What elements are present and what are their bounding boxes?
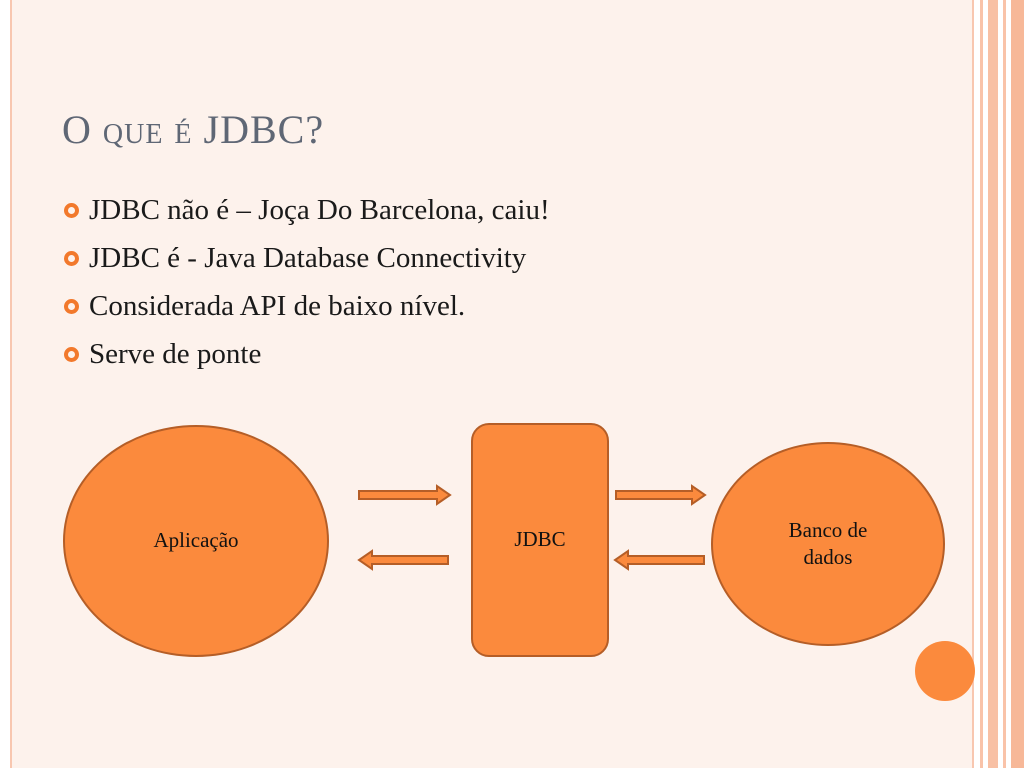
decorative-circle — [915, 641, 975, 701]
bullet-item: JDBC é - Java Database Connectivity — [64, 234, 550, 282]
bullet-list: JDBC não é – Joça Do Barcelona, caiu! JD… — [64, 186, 550, 378]
application-node: Aplicação — [63, 425, 329, 657]
bullet-text: Serve de ponte — [89, 337, 262, 370]
decorative-stripe — [980, 0, 983, 768]
decorative-stripe — [1011, 0, 1024, 768]
application-label: Aplicação — [153, 528, 239, 553]
database-node: Banco de dados — [711, 442, 945, 646]
left-arrow-icon — [357, 549, 449, 571]
bullet-text: Considerada API de baixo nível. — [89, 289, 466, 322]
decorative-stripe — [988, 0, 998, 768]
bullet-item: Serve de ponte — [64, 330, 550, 378]
database-label-line1: Banco de — [788, 517, 868, 542]
right-arrow-icon — [358, 484, 452, 506]
bullet-item: JDBC não é – Joça Do Barcelona, caiu! — [64, 186, 550, 234]
right-arrow-icon — [615, 484, 707, 506]
database-label-line2: dados — [803, 545, 853, 569]
ring-bullet-icon — [64, 250, 79, 266]
jdbc-node: JDBC — [471, 423, 609, 657]
jdbc-label: JDBC — [514, 527, 566, 552]
ring-bullet-icon — [64, 346, 79, 362]
ring-bullet-icon — [64, 298, 79, 314]
bullet-text: JDBC não é – Joça Do Barcelona, caiu! — [89, 193, 550, 226]
ring-bullet-icon — [64, 202, 79, 218]
bullet-item: Considerada API de baixo nível. — [64, 282, 550, 330]
left-arrow-icon — [613, 549, 705, 571]
decorative-stripe — [1003, 0, 1006, 768]
slide-title: O que é JDBC? — [62, 107, 325, 152]
bullet-text: JDBC é - Java Database Connectivity — [89, 241, 527, 274]
